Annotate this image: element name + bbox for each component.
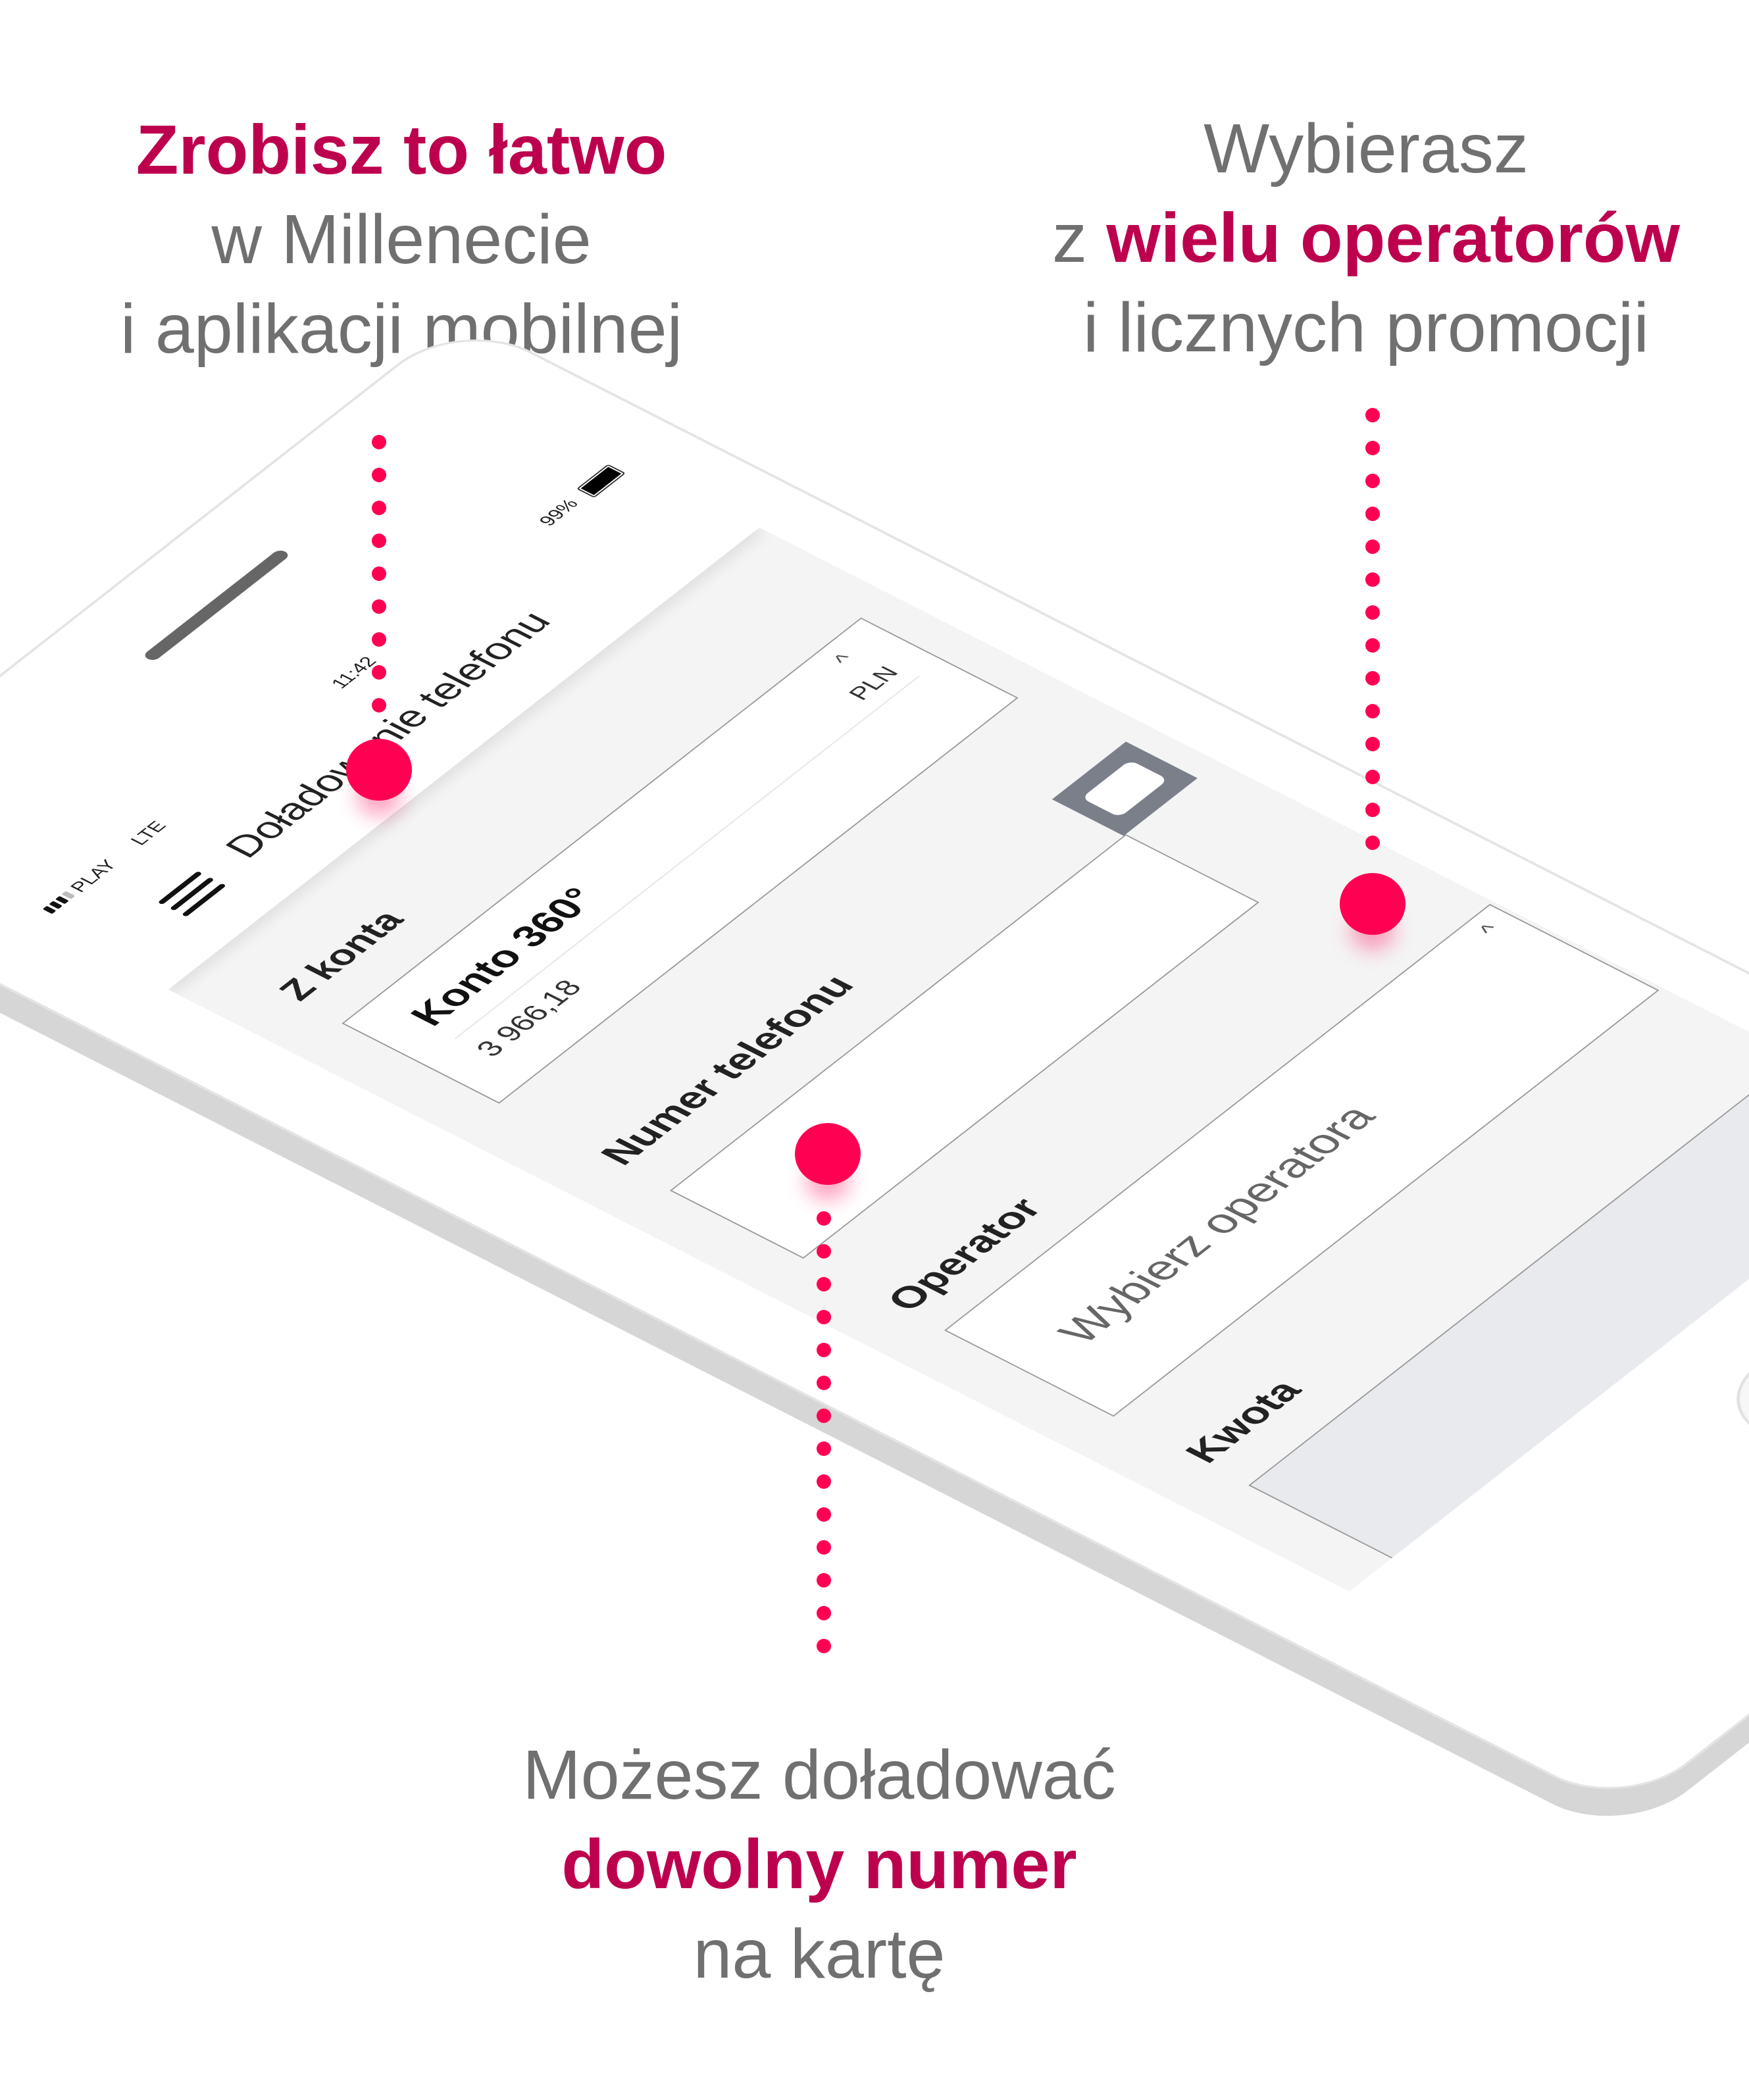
caption-number: Możesz doładować dowolny numer na kartę [424,1730,1214,1999]
network: LTE [125,818,171,848]
callout-marker [1340,873,1406,935]
callout-dot [1365,737,1380,751]
callout-dot [817,1277,831,1291]
callout-dot [1365,605,1380,620]
chevron-up-icon: ^ [828,650,861,670]
caption-line: Wybierasz [1204,110,1529,188]
callout-dot [372,599,386,614]
callout-dot [1365,638,1380,653]
contact-card-icon [1081,760,1169,818]
callout-dot [372,698,386,712]
caption-line: Możesz doładować [522,1736,1116,1814]
callout-dot [817,1441,831,1456]
caption-highlight: Zrobisz to łatwo [136,111,667,189]
battery-icon [576,464,626,498]
callout-dot [817,1507,831,1522]
callout-dot [817,1310,831,1324]
callout-dot [372,566,386,581]
callout-dot [1365,836,1380,850]
callout-dot [817,1376,831,1390]
callout-dot [372,534,386,548]
callout-dot [1365,572,1380,587]
callout-dot [817,1573,831,1588]
callout-dot [1365,803,1380,817]
callout-dot [372,665,386,680]
callout-dot [372,501,386,515]
callout-dot [372,435,386,449]
caption-line: w Millenecie [211,201,592,278]
callout-dot [817,1606,831,1620]
callout-dot [1365,704,1380,718]
caption-highlight: dowolny numer [561,1826,1077,1903]
callout-dot [817,1409,831,1423]
account-name: Konto 360° [401,882,607,1032]
callout-dot [1365,671,1380,686]
callout-dot [817,1540,831,1555]
caption-line: i aplikacji mobilnej [120,290,683,368]
chevron-up-icon: ^ [1473,920,1507,940]
caption-easy: Zrobisz to łatwo w Millenecie i aplikacj… [7,105,796,374]
callout-dot [372,632,386,647]
callout-dot [817,1474,831,1489]
caption-line: na kartę [693,1915,946,1993]
callout-dot [817,1343,831,1357]
callout-dot [1365,408,1380,422]
callout-dot [1365,770,1380,784]
carrier: PLAY [65,856,121,895]
callout-dot [817,1639,831,1653]
callout-dot [1365,539,1380,554]
callout-marker [346,739,412,801]
callout-dot [1365,474,1380,488]
caption-highlight: wielu operatorów [1106,199,1681,277]
contact-picker-button[interactable] [1052,741,1198,836]
hamburger-icon[interactable] [151,867,234,920]
callout-dot [1365,441,1380,455]
caption-prefix: z [1052,199,1107,277]
signal-icon [42,891,76,914]
battery-level: 99% [534,495,583,529]
callout-dot [817,1211,831,1226]
caption-line: i licznych promocji [1082,289,1649,366]
caption-operators: Wybierasz z wielu operatorów i licznych … [971,104,1749,372]
callout-marker [795,1123,861,1185]
operator-placeholder: Wybierz operatora [1048,1098,1387,1351]
callout-dot [1365,507,1380,521]
callout-dot [372,468,386,482]
callout-dot [817,1244,831,1259]
